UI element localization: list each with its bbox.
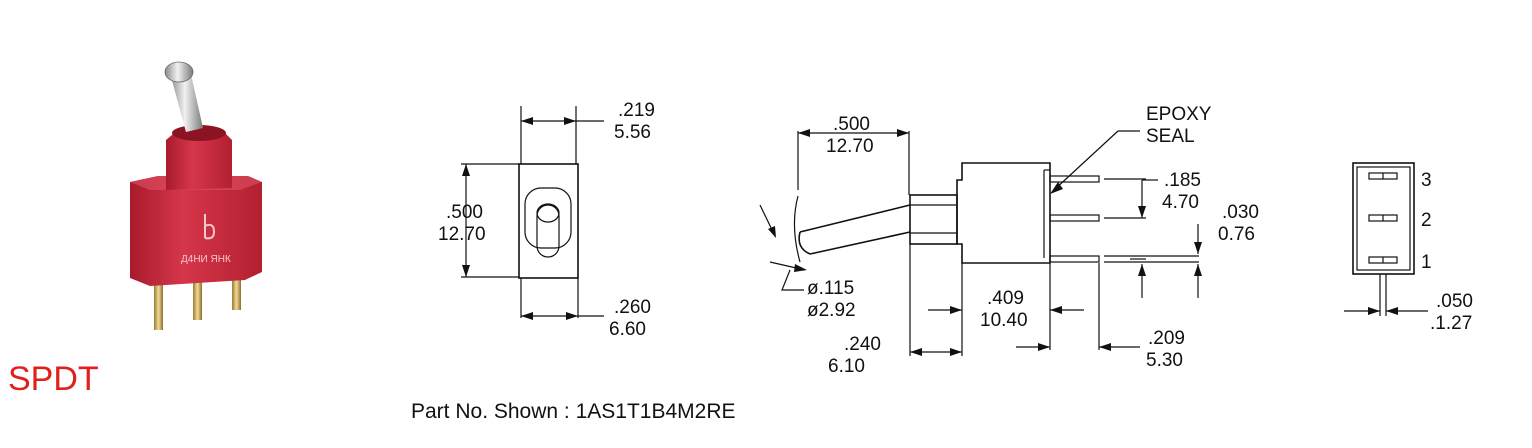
terminal-view-body — [1352, 162, 1415, 275]
body-marking: Д4НИ ЯНК — [181, 254, 231, 265]
switch-bushing — [166, 130, 232, 190]
dim-lever-length-mm: 12.70 — [826, 136, 874, 157]
switch-type-label: SPDT — [8, 360, 99, 398]
front-view-bushing — [524, 187, 572, 249]
pin-label-1: 1 — [1421, 252, 1432, 273]
dim-terminal-spacing-in: .185 — [1164, 170, 1201, 191]
switch-body — [130, 176, 262, 286]
dim-lever-dia-in: ø.115 — [807, 278, 854, 299]
dim-bushing-in: .240 — [844, 334, 881, 355]
dim-terminal-thk-mm: 0.76 — [1218, 224, 1255, 245]
side-view-bushing — [909, 194, 958, 245]
dim-terminal-len-in: .209 — [1148, 328, 1185, 349]
pin — [193, 274, 202, 320]
front-view-lever — [536, 204, 560, 258]
pin — [154, 272, 163, 330]
dim-lever-dia-mm: ø2.92 — [807, 300, 856, 321]
pin-label-2: 2 — [1421, 210, 1432, 231]
pin — [232, 268, 241, 310]
dim-terminal-thk-in: .030 — [1222, 202, 1259, 223]
switch-product-image: Д4НИ ЯНК — [130, 61, 262, 330]
side-view-terminal — [1049, 175, 1100, 183]
front-view-drawing: .219 5.56 .500 12.70 .260 6.60 — [438, 100, 655, 340]
pin-label-3: 3 — [1421, 170, 1432, 191]
side-view-lever — [799, 204, 911, 233]
dim-pitch-in: .050 — [1436, 291, 1473, 312]
dim-front-height-in: .500 — [446, 202, 483, 223]
toggle-lever — [170, 70, 203, 132]
dim-pitch-mm: .1.27 — [1430, 313, 1472, 334]
dim-body-length-in: .409 — [987, 288, 1024, 309]
front-view-body — [518, 163, 579, 279]
side-view-body — [956, 162, 1051, 264]
dim-front-width-top-mm: 5.56 — [614, 122, 651, 143]
dim-front-width-bottom-in: .260 — [614, 297, 651, 318]
side-view-terminal — [1049, 214, 1100, 222]
dim-body-length-mm: 10.40 — [980, 310, 1028, 331]
dim-terminal-len-mm: 5.30 — [1146, 350, 1183, 371]
dim-front-width-top-in: .219 — [618, 100, 655, 121]
dim-terminal-spacing-mm: 4.70 — [1162, 192, 1199, 213]
label-seal: SEAL — [1146, 126, 1195, 147]
part-number-caption: Part No. Shown : 1AS1T1B4M2RE — [411, 400, 736, 423]
dim-front-height-mm: 12.70 — [438, 224, 486, 245]
brand-logo-icon — [204, 214, 216, 240]
dim-lever-length-in: .500 — [833, 114, 870, 135]
dim-front-width-bottom-mm: 6.60 — [609, 319, 646, 340]
label-epoxy: EPOXY — [1146, 104, 1212, 125]
side-view-terminal — [1049, 255, 1100, 263]
terminal-view-drawing: 3 2 1 .050 .1.27 — [1344, 162, 1473, 334]
dim-bushing-mm: 6.10 — [828, 356, 865, 377]
side-view-drawing: EPOXY SEAL .500 12.70 ø.115 ø2.92 .185 4… — [759, 104, 1259, 377]
